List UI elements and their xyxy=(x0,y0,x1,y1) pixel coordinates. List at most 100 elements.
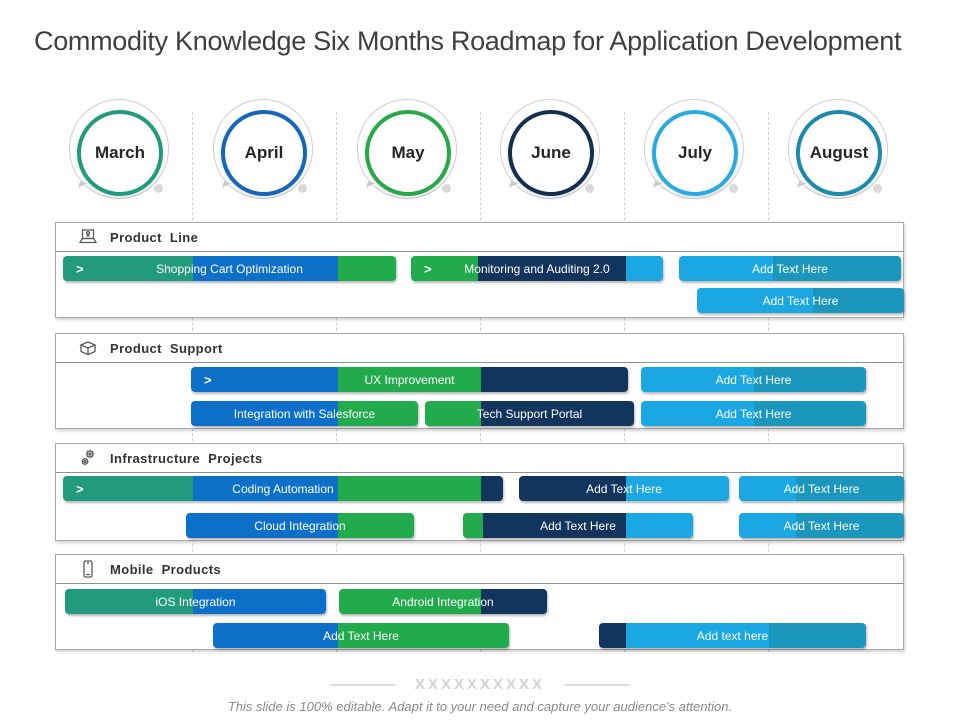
task-bar[interactable]: Add Text Here xyxy=(697,288,904,313)
smartphone-icon xyxy=(78,559,98,579)
bar-segment xyxy=(626,623,769,648)
arc-dot-icon xyxy=(729,184,738,193)
task-label: Add text here xyxy=(696,628,769,643)
arc-arrow-icon xyxy=(509,181,518,190)
task-label: Monitoring and Auditing 2.0 xyxy=(464,261,610,276)
task-bar[interactable]: Add Text Here xyxy=(641,401,866,426)
arc-dot-icon xyxy=(873,184,882,193)
section-body: > Coding Automation Add Text Here Add Te… xyxy=(56,473,904,542)
bar-segment xyxy=(193,476,338,501)
arc-arrow-icon xyxy=(222,181,231,190)
section-header: Product Line xyxy=(56,223,903,252)
bar-segment xyxy=(769,623,866,648)
month-label: April xyxy=(244,143,284,162)
bar-segment xyxy=(193,256,338,281)
task-label: Cloud Integration xyxy=(254,518,346,533)
section-title: Product Support xyxy=(110,340,223,356)
gears-icon xyxy=(78,448,98,468)
task-bar[interactable]: Add Text Here xyxy=(519,476,729,501)
month-circle-march[interactable]: March xyxy=(69,99,170,202)
task-label: Add Text Here xyxy=(715,406,792,421)
month-arc xyxy=(213,99,313,199)
watermark-text: XXXXXXXXXX xyxy=(414,676,546,693)
task-bar[interactable]: iOS Integration xyxy=(65,589,326,614)
arc-dot-icon xyxy=(154,184,163,193)
arc-arrow-icon xyxy=(366,181,375,190)
bar-segment xyxy=(463,513,483,538)
task-label: Shopping Cart Optimization xyxy=(156,261,303,276)
section-body: > Shopping Cart Optimization > Monitorin… xyxy=(56,252,904,319)
task-bar[interactable]: Tech Support Portal xyxy=(425,401,634,426)
task-bar[interactable]: Integration with Salesforce xyxy=(191,401,418,426)
task-label: Add Text Here xyxy=(762,293,839,308)
arc-dot-icon xyxy=(298,184,307,193)
task-label: Coding Automation xyxy=(232,481,334,496)
bar-segment xyxy=(478,256,626,281)
footer-caption: This slide is 100% editable. Adapt it to… xyxy=(227,699,733,714)
bar-segment xyxy=(338,256,396,281)
section-header: Product Support xyxy=(56,334,903,363)
bar-segment xyxy=(641,401,754,426)
arc-dot-icon xyxy=(585,184,594,193)
task-bar[interactable]: Android Integration xyxy=(339,589,547,614)
bar-segment xyxy=(481,589,547,614)
task-bar[interactable]: Add Text Here xyxy=(641,367,866,392)
task-bar[interactable]: Add Text Here xyxy=(213,623,509,648)
bar-segment xyxy=(626,476,729,501)
task-bar[interactable]: > Coding Automation xyxy=(63,476,503,501)
section-header: Mobile Products xyxy=(56,555,903,584)
bar-segment xyxy=(481,401,634,426)
bar-segment xyxy=(796,476,904,501)
bar-segment xyxy=(679,256,773,281)
month-circle-july[interactable]: July xyxy=(644,99,745,202)
bar-segment xyxy=(63,256,193,281)
month-arc xyxy=(69,99,169,199)
bar-segment xyxy=(641,367,754,392)
section-product-support: Product Support > UX Improvement Add Tex… xyxy=(55,333,904,429)
laptop-icon xyxy=(78,227,98,247)
task-label: Add Text Here xyxy=(540,518,616,533)
task-label: Add Text Here xyxy=(323,628,399,643)
bar-segment xyxy=(63,476,193,501)
task-label: Add Text Here xyxy=(586,481,662,496)
month-ring: June xyxy=(508,110,594,196)
month-circle-may[interactable]: May xyxy=(357,99,458,202)
page-title: Commodity Knowledge Six Months Roadmap f… xyxy=(34,26,902,56)
bar-segment xyxy=(411,256,478,281)
bar-segment xyxy=(813,288,904,313)
bar-segment xyxy=(483,513,626,538)
bar-segment xyxy=(338,623,509,648)
month-arc xyxy=(644,99,744,199)
task-label: Add Text Here xyxy=(783,481,860,496)
month-circle-june[interactable]: June xyxy=(500,99,601,202)
month-circle-april[interactable]: April xyxy=(213,99,314,202)
bar-segment xyxy=(773,256,901,281)
chevron-right-icon: > xyxy=(76,481,84,496)
arc-arrow-icon xyxy=(653,181,662,190)
month-ring: July xyxy=(652,110,738,196)
task-bar[interactable]: Cloud Integration xyxy=(186,513,414,538)
task-label: Add Text Here xyxy=(752,261,828,276)
bar-segment xyxy=(739,513,796,538)
section-mobile-products: Mobile Products iOS Integration Android … xyxy=(55,554,904,650)
task-label: Android Integration xyxy=(392,594,494,609)
task-bar[interactable]: Add Text Here xyxy=(739,476,904,501)
task-bar[interactable]: Add Text Here xyxy=(463,513,693,538)
task-bar[interactable]: Add text here xyxy=(599,623,866,648)
bar-segment xyxy=(339,589,481,614)
task-bar[interactable]: > UX Improvement xyxy=(191,367,628,392)
month-ring: May xyxy=(365,110,451,196)
month-circle-august[interactable]: August xyxy=(788,99,889,202)
section-header: Infrastructure Projects xyxy=(56,444,903,473)
task-bar[interactable]: Add Text Here xyxy=(679,256,901,281)
task-bar[interactable]: Add Text Here xyxy=(739,513,904,538)
task-label: iOS Integration xyxy=(155,594,236,609)
section-body: iOS Integration Android Integration Add … xyxy=(56,584,903,651)
task-bar[interactable]: > Shopping Cart Optimization xyxy=(63,256,396,281)
bar-segment xyxy=(739,476,796,501)
bar-segment xyxy=(193,589,326,614)
task-label: Add Text Here xyxy=(783,518,860,533)
box-icon xyxy=(78,338,98,358)
task-bar[interactable]: > Monitoring and Auditing 2.0 xyxy=(411,256,663,281)
